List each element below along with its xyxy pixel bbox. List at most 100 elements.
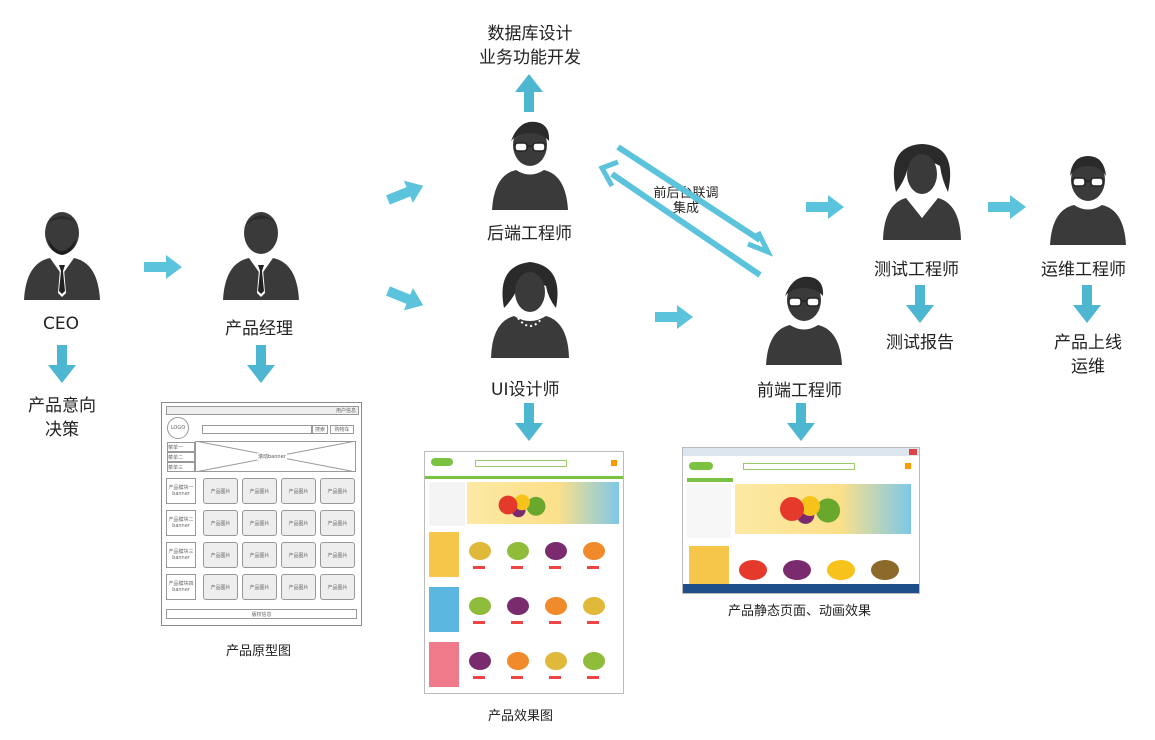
- mockup-price-mark: [511, 621, 523, 624]
- ops-output-line: 运维: [1071, 357, 1105, 377]
- arrow-right-icon: [383, 174, 428, 212]
- role-pm: 产品经理: [225, 319, 293, 339]
- wf-product-tile: 产品图片: [203, 510, 238, 536]
- wf-module-banner: 产品模块一 banner: [166, 478, 196, 504]
- prototype-wireframe: 用户信息 LOGO 搜索 购物车 菜单一 菜单二 菜单三 滚动banner 产品…: [161, 402, 362, 626]
- wf-cart-button: 购物车: [330, 425, 354, 434]
- ops-person-icon: [1050, 156, 1126, 245]
- wf-menu-item: 菜单二: [167, 452, 195, 462]
- wf-product-tile: 产品图片: [242, 542, 277, 568]
- site-search: [743, 463, 855, 470]
- arrow-down-icon: [247, 345, 275, 383]
- mockup-product-thumb: [507, 597, 529, 615]
- site-sidebar: [687, 484, 731, 538]
- browser-titlebar: [683, 448, 919, 456]
- mockup-logo: [431, 458, 453, 466]
- arrow-down-icon: [906, 285, 934, 323]
- site-fruit: [765, 494, 855, 524]
- wf-banner: 滚动banner: [257, 453, 287, 460]
- wf-product-tile: 产品图片: [320, 574, 355, 600]
- role-ui: UI设计师: [491, 380, 560, 400]
- bidirectional-arrow-icon: [598, 144, 774, 278]
- wf-product-tile: 产品图片: [281, 542, 316, 568]
- ceo-person-icon: [24, 212, 100, 300]
- mockup-price-mark: [587, 676, 599, 679]
- wf-product-tile: 产品图片: [320, 478, 355, 504]
- ops-output: 产品上线 运维: [1048, 331, 1128, 379]
- wf-product-tile: 产品图片: [203, 542, 238, 568]
- static-page-screenshot: [682, 447, 920, 594]
- mockup-cart: [611, 460, 617, 466]
- ceo-output-line: 产品意向: [28, 396, 96, 416]
- tester-person-icon: [883, 144, 961, 240]
- backend-output-line: 业务功能开发: [479, 48, 581, 68]
- mockup-product-thumb: [469, 652, 491, 670]
- wf-search-box: [202, 425, 312, 434]
- mockup-product-thumb: [583, 542, 605, 560]
- mockup-product-thumb: [545, 652, 567, 670]
- mockup-product-thumb: [507, 652, 529, 670]
- mockup-product-thumb: [469, 597, 491, 615]
- mockup-price-mark: [511, 566, 523, 569]
- mockup-price-mark: [587, 621, 599, 624]
- arrow-right-icon: [144, 255, 182, 279]
- wf-module-banner: 产品模块三 banner: [166, 542, 196, 568]
- ui-designer-person-icon: [491, 262, 569, 358]
- design-mockup-thumbnail: [424, 451, 624, 694]
- site-promo: [689, 546, 729, 584]
- mockup-sidebar: [429, 482, 465, 526]
- arrow-down-icon: [515, 403, 543, 441]
- wf-menu-item: 菜单一: [167, 442, 195, 452]
- wf-product-tile: 产品图片: [203, 574, 238, 600]
- backend-person-icon: [492, 121, 568, 210]
- ceo-output-line: 决策: [45, 420, 79, 440]
- mockup-banner: [467, 482, 619, 524]
- static-product-thumb: [739, 560, 767, 580]
- arrow-down-icon: [787, 403, 815, 441]
- arrow-down-icon: [1073, 285, 1101, 323]
- static-product-thumb: [783, 560, 811, 580]
- role-tester: 测试工程师: [874, 260, 959, 280]
- pm-person-icon: [223, 212, 299, 300]
- wf-product-tile: 产品图片: [242, 510, 277, 536]
- caption-design: 产品效果图: [488, 709, 554, 724]
- mockup-price-mark: [587, 566, 599, 569]
- static-product-thumb: [827, 560, 855, 580]
- tester-output: 测试报告: [886, 333, 954, 353]
- ops-output-line: 产品上线: [1054, 333, 1122, 353]
- edge-label-line: 集成: [672, 201, 699, 216]
- frontend-person-icon: [766, 276, 842, 365]
- arrow-down-icon: [48, 345, 76, 383]
- arrow-up-icon: [515, 74, 543, 112]
- role-frontend: 前端工程师: [757, 381, 842, 401]
- wf-product-tile: 产品图片: [203, 478, 238, 504]
- mockup-promo: [429, 532, 459, 577]
- ceo-output: 产品意向 决策: [22, 394, 102, 442]
- wf-product-tile: 产品图片: [242, 574, 277, 600]
- wf-product-tile: 产品图片: [281, 510, 316, 536]
- mockup-price-mark: [549, 621, 561, 624]
- browser-close-icon: [909, 449, 917, 455]
- mockup-search: [475, 460, 567, 467]
- wf-module-banner: 产品模块二 banner: [166, 510, 196, 536]
- mockup-price-mark: [473, 621, 485, 624]
- mockup-promo: [429, 587, 459, 632]
- caption-static: 产品静态页面、动画效果: [728, 604, 872, 619]
- wf-product-tile: 产品图片: [320, 542, 355, 568]
- wf-module-banner: 产品模块四 banner: [166, 574, 196, 600]
- mockup-promo: [429, 642, 459, 687]
- wf-product-tile: 产品图片: [242, 478, 277, 504]
- arrow-right-icon: [655, 305, 693, 329]
- taskbar: [683, 584, 919, 593]
- wf-product-tile: 产品图片: [281, 574, 316, 600]
- mockup-nav: [425, 476, 623, 479]
- site-cart: [905, 463, 911, 469]
- arrow-right-icon: [806, 195, 844, 219]
- wf-copyright: 版权信息: [166, 609, 357, 619]
- mockup-product-thumb: [583, 597, 605, 615]
- mockup-product-thumb: [545, 597, 567, 615]
- arrow-right-icon: [383, 279, 428, 317]
- mockup-price-mark: [473, 566, 485, 569]
- caption-prototype: 产品原型图: [226, 644, 292, 659]
- wf-product-tile: 产品图片: [281, 478, 316, 504]
